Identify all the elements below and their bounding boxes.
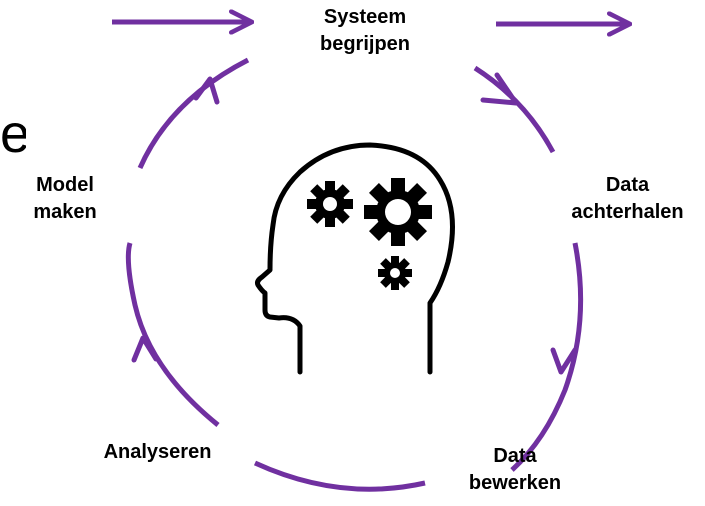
- step-data-achterhalen: Data achterhalen: [555, 172, 700, 226]
- arc-data-bewerken-to-analyseren: [253, 460, 426, 492]
- large-gear: [364, 178, 432, 246]
- step-label-line: bewerken: [468, 472, 562, 494]
- step-analyseren: Analyseren: [75, 439, 240, 466]
- step-label-line: Data: [605, 174, 650, 196]
- step-data-bewerken: Data bewerken: [440, 443, 590, 497]
- arc-analyseren-to-model-maken: [125, 242, 220, 427]
- stray-glyph: e: [0, 104, 26, 164]
- medium-gear: [307, 181, 353, 227]
- step-label-line: Model: [36, 174, 94, 196]
- arc-systeem-to-data-achterhalen: [473, 65, 556, 154]
- arrowhead-left: [131, 335, 159, 363]
- step-systeem-begrijpen: Systeem begrijpen: [290, 4, 440, 58]
- small-gear: [378, 256, 412, 290]
- step-label-line: Systeem: [323, 6, 407, 28]
- step-label-line: Analyseren: [103, 441, 212, 463]
- arrowhead-top-right: [480, 72, 519, 106]
- step-label-line: maken: [33, 201, 97, 223]
- arrowhead-right: [550, 347, 578, 375]
- step-label-line: begrijpen: [319, 33, 410, 55]
- step-model-maken: Model maken: [10, 172, 120, 226]
- head-with-gears-icon: [255, 142, 455, 375]
- arrowhead-top-left: [193, 76, 220, 105]
- arc-data-achterhalen-to-data-bewerken: [510, 242, 584, 472]
- arc-model-maken-to-systeem: [137, 57, 250, 170]
- step-label-line: Data: [493, 445, 537, 467]
- step-label-line: achterhalen: [571, 201, 684, 223]
